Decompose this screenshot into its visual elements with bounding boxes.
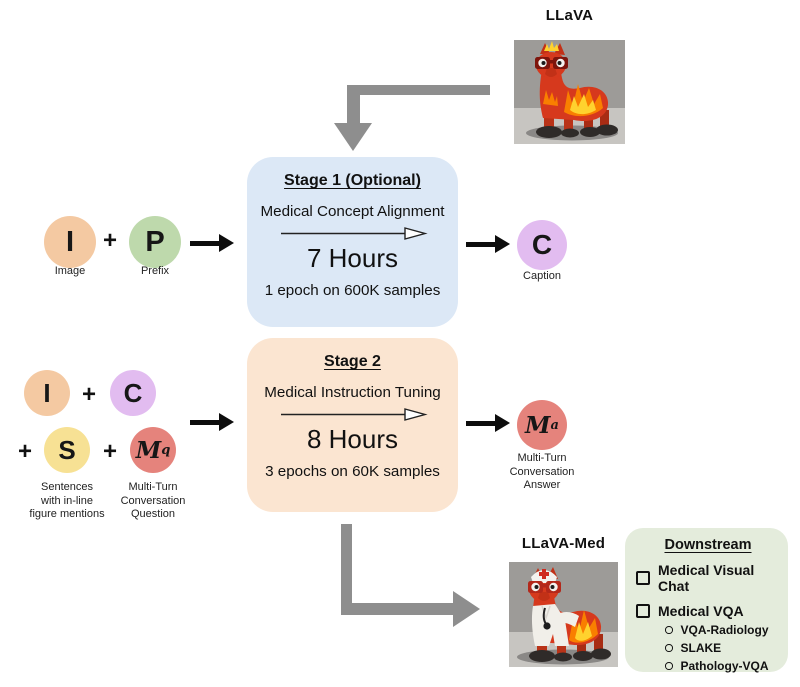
arrow-head (495, 414, 510, 432)
arrow-shaft (466, 420, 495, 426)
arrow-head (495, 235, 510, 253)
stage2-title: Stage 2 (324, 353, 381, 370)
label-line: Multi-Turn (517, 452, 567, 464)
llava-to-stage1-arrowhead-icon (334, 123, 372, 151)
row1-to-stage1-arrow-icon (190, 234, 234, 252)
llava-llama-image (514, 40, 625, 144)
llava-to-stage1-arrow-hbar (352, 85, 490, 95)
arrow-head (219, 234, 234, 252)
output-answer-subscript: a (550, 417, 559, 433)
input-question-symbol: M (135, 436, 162, 464)
input-caption-circle: C (110, 370, 156, 416)
stage2-subtitle: Medical Instruction Tuning (264, 384, 441, 401)
input-image2-symbol: I (43, 377, 51, 408)
arrow-shaft (190, 240, 219, 246)
llava-llama-illustration (514, 40, 625, 144)
input-question-subscript: q (161, 442, 171, 458)
stage1-to-caption-arrow-icon (466, 235, 510, 253)
plus-sign: + (102, 227, 117, 254)
image-circle-label: Image (54, 265, 86, 277)
stage2-to-llavamed-arrowhead-icon (453, 591, 480, 627)
stage1-title: Stage 1 (Optional) (284, 172, 421, 189)
circle-bullet-icon (665, 626, 673, 634)
downstream-subitem-label: SLAKE (680, 641, 722, 655)
label-line: Answer (523, 479, 561, 491)
downstream-subitem-slake: SLAKE (665, 641, 780, 655)
training-flow-arrow-icon (280, 408, 428, 421)
label-line: Sentences (41, 481, 93, 493)
arrow-head (219, 413, 234, 431)
downstream-subitem-label: VQA-Radiology (680, 623, 769, 637)
stage2-to-answer-arrow-icon (466, 414, 510, 432)
output-caption-symbol: C (531, 229, 553, 260)
checkbox-icon (636, 604, 650, 618)
llava-label: LLaVA (545, 7, 594, 24)
downstream-item-medical-visual-chat: Medical Visual Chat (636, 562, 780, 594)
downstream-subitem-pathology-vqa: Pathology-VQA (665, 659, 780, 673)
question-circle-label: Multi-Turn Conversation Question (98, 481, 208, 522)
label-line: Conversation (120, 494, 186, 507)
label-line: figure mentions (29, 508, 105, 520)
stage1-duration: 7 Hours (306, 243, 399, 273)
label-line: Conversation (509, 465, 575, 478)
stage2-to-llavamed-arrow-hbar (341, 603, 453, 615)
input-sentences-symbol: S (58, 434, 76, 465)
input-image-symbol: I (65, 225, 75, 258)
stage1-epochs: 1 epoch on 600K samples (264, 282, 441, 299)
input-sentences-circle: S (44, 427, 90, 473)
downstream-title: Downstream (664, 537, 752, 553)
stage1-subtitle: Medical Concept Alignment (260, 203, 445, 220)
input-caption-symbol: C (123, 377, 143, 408)
label-line: Question (130, 508, 176, 520)
input-prefix-symbol: P (145, 225, 165, 258)
stage2-duration: 8 Hours (306, 424, 399, 454)
stage1-box: Stage 1 (Optional) Medical Concept Align… (247, 157, 458, 327)
input-image-circle: I (44, 216, 96, 268)
arrow-shaft (190, 419, 219, 425)
arrow-shaft (466, 241, 495, 247)
stage2-box: Stage 2 Medical Instruction Tuning 8 Hou… (247, 338, 458, 512)
downstream-item-medical-vqa: Medical VQA (636, 603, 780, 619)
input-image2-circle: I (24, 370, 70, 416)
caption-circle-label: Caption (523, 270, 561, 282)
stage2-to-llavamed-arrow-vbar (341, 524, 352, 615)
downstream-box: Downstream Medical Visual Chat Medical V… (625, 528, 788, 673)
downstream-subitem-label: Pathology-VQA (680, 659, 769, 673)
training-flow-arrow-icon (280, 227, 428, 240)
llava-med-label: LLaVA-Med (521, 535, 606, 552)
circle-bullet-icon (665, 644, 673, 652)
output-answer-symbol: M (525, 411, 551, 439)
llava-med-llama-image (509, 562, 618, 667)
plus-sign: + (81, 381, 96, 408)
downstream-item-label: Medical VQA (658, 603, 744, 619)
row2-to-stage2-arrow-icon (190, 413, 234, 431)
downstream-subitem-vqa-radiology: VQA-Radiology (665, 623, 780, 637)
label-line: with in-line (41, 494, 93, 507)
stage2-epochs: 3 epochs on 60K samples (265, 463, 440, 480)
llava-to-stage1-arrow-vbar (347, 85, 360, 124)
sentences-circle-label: Sentences with in-line figure mentions (12, 481, 122, 522)
input-prefix-circle: P (129, 216, 181, 268)
circle-bullet-icon (665, 662, 673, 670)
output-caption-circle: C (517, 220, 567, 270)
checkbox-icon (636, 571, 650, 585)
plus-sign: + (102, 438, 117, 465)
prefix-circle-label: Prefix (140, 265, 170, 277)
label-line: Multi-Turn (128, 481, 178, 493)
downstream-item-label: Medical Visual Chat (658, 562, 755, 594)
plus-sign: + (17, 438, 32, 465)
llava-med-llama-illustration (509, 562, 618, 667)
answer-circle-label: Multi-Turn Conversation Answer (497, 452, 587, 493)
